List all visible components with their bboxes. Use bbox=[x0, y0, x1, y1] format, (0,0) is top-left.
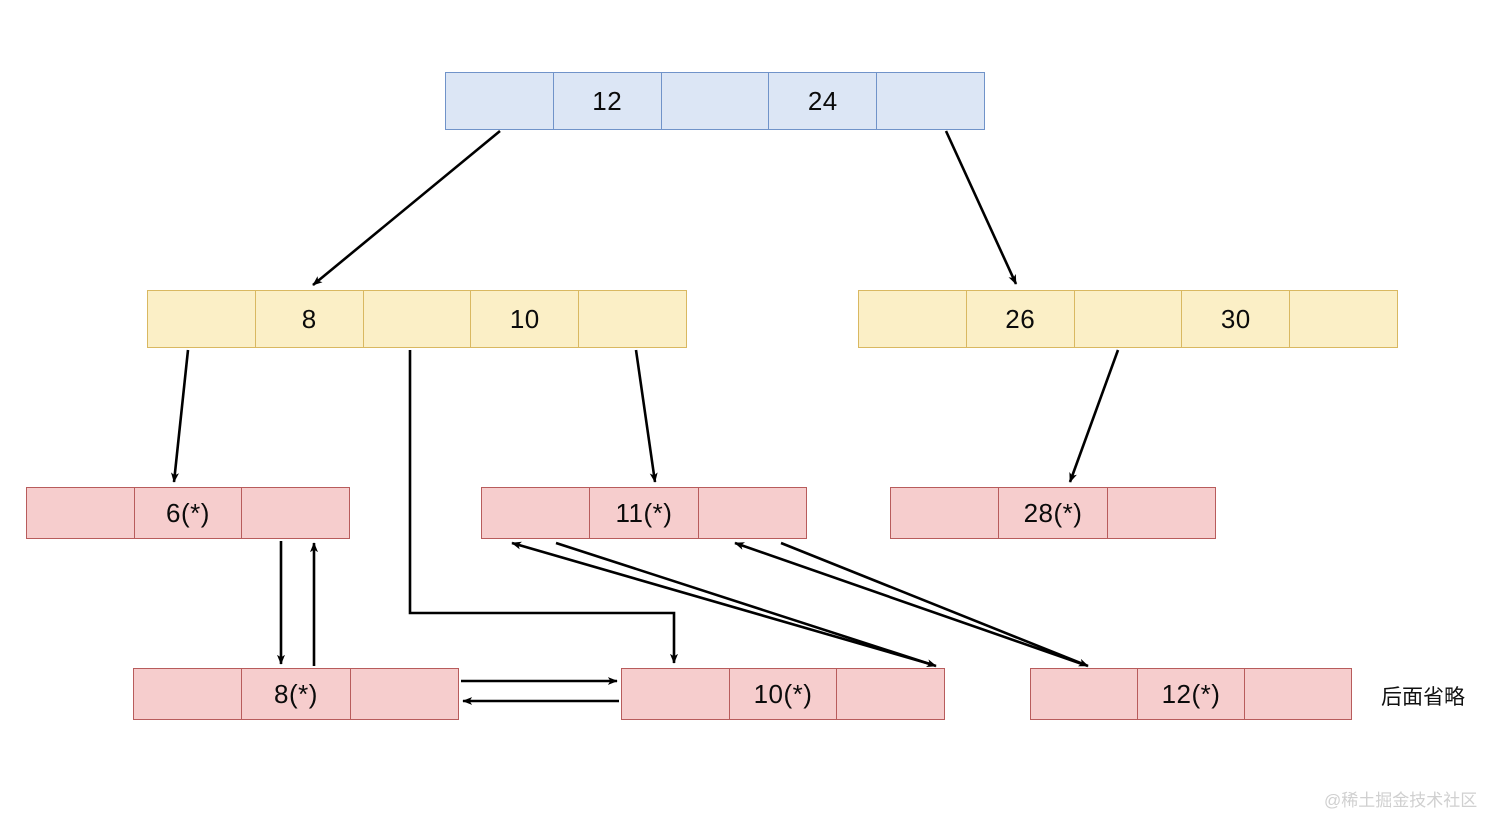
edge-leaf-12-to-leaf-11 bbox=[734, 541, 1083, 666]
edge-root-to-internal-right bbox=[944, 130, 1018, 285]
btree-node-internal-right[interactable]: 26 30 bbox=[858, 290, 1398, 348]
btree-node-internal-left[interactable]: 8 10 bbox=[147, 290, 687, 348]
btree-cell-leaf-28-1[interactable]: 28(*) bbox=[999, 488, 1108, 538]
btree-cell-internal-right-2[interactable] bbox=[1075, 291, 1183, 347]
btree-cell-leaf-28-2[interactable] bbox=[1108, 488, 1215, 538]
btree-cell-internal-right-0[interactable] bbox=[859, 291, 967, 347]
btree-node-leaf-10[interactable]: 10(*) bbox=[621, 668, 945, 720]
btree-cell-leaf-6-1[interactable]: 6(*) bbox=[135, 488, 243, 538]
btree-cell-leaf-10-2[interactable] bbox=[837, 669, 944, 719]
btree-cell-leaf-10-0[interactable] bbox=[622, 669, 730, 719]
edge-root-to-internal-left bbox=[312, 129, 501, 287]
btree-cell-leaf-8-0[interactable] bbox=[134, 669, 243, 719]
btree-cell-internal-left-2[interactable] bbox=[364, 291, 472, 347]
btree-cell-internal-right-1[interactable]: 26 bbox=[967, 291, 1075, 347]
btree-cell-root-1[interactable]: 12 bbox=[554, 73, 662, 129]
btree-cell-internal-right-4[interactable] bbox=[1290, 291, 1397, 347]
btree-cell-leaf-8-2[interactable] bbox=[351, 669, 458, 719]
btree-cell-leaf-11-0[interactable] bbox=[482, 488, 591, 538]
btree-cell-leaf-12-2[interactable] bbox=[1245, 669, 1351, 719]
btree-cell-leaf-11-1[interactable]: 11(*) bbox=[590, 488, 699, 538]
btree-cell-internal-right-3[interactable]: 30 bbox=[1182, 291, 1291, 347]
btree-cell-leaf-12-1[interactable]: 12(*) bbox=[1138, 669, 1245, 719]
btree-node-root[interactable]: 12 24 bbox=[445, 72, 985, 130]
btree-cell-leaf-11-2[interactable] bbox=[699, 488, 806, 538]
btree-cell-leaf-28-0[interactable] bbox=[891, 488, 1000, 538]
btree-cell-leaf-10-1[interactable]: 10(*) bbox=[730, 669, 838, 719]
btree-node-leaf-11[interactable]: 11(*) bbox=[481, 487, 807, 539]
btree-cell-leaf-6-0[interactable] bbox=[27, 488, 135, 538]
btree-node-leaf-8[interactable]: 8(*) bbox=[133, 668, 459, 720]
btree-cell-internal-left-0[interactable] bbox=[148, 291, 256, 347]
edge-internal-left-to-leaf-11 bbox=[634, 349, 658, 483]
edge-leaf-10-to-leaf-11 bbox=[511, 541, 931, 666]
edge-leaf-11-to-leaf-12 bbox=[780, 541, 1089, 668]
btree-cell-internal-left-3[interactable]: 10 bbox=[471, 291, 580, 347]
edge-internal-left-to-leaf-10 bbox=[408, 350, 678, 664]
btree-cell-internal-left-1[interactable]: 8 bbox=[256, 291, 364, 347]
btree-node-leaf-12[interactable]: 12(*) bbox=[1030, 668, 1352, 720]
edge-leaf-11-to-leaf-10 bbox=[555, 541, 937, 668]
omitted-note: 后面省略 bbox=[1381, 686, 1465, 709]
btree-cell-internal-left-4[interactable] bbox=[579, 291, 686, 347]
btree-node-leaf-6[interactable]: 6(*) bbox=[26, 487, 350, 539]
edge-internal-left-to-leaf-6 bbox=[170, 349, 190, 483]
btree-cell-leaf-6-2[interactable] bbox=[242, 488, 349, 538]
btree-cell-leaf-8-1[interactable]: 8(*) bbox=[242, 669, 351, 719]
btree-cell-root-4[interactable] bbox=[877, 73, 984, 129]
btree-cell-root-2[interactable] bbox=[662, 73, 770, 129]
edge-internal-right-to-leaf-28 bbox=[1068, 349, 1120, 483]
btree-cell-leaf-12-0[interactable] bbox=[1031, 669, 1138, 719]
btree-cell-root-3[interactable]: 24 bbox=[769, 73, 878, 129]
btree-cell-root-0[interactable] bbox=[446, 73, 554, 129]
btree-node-leaf-28[interactable]: 28(*) bbox=[890, 487, 1216, 539]
watermark: @稀土掘金技术社区 bbox=[1324, 791, 1478, 810]
